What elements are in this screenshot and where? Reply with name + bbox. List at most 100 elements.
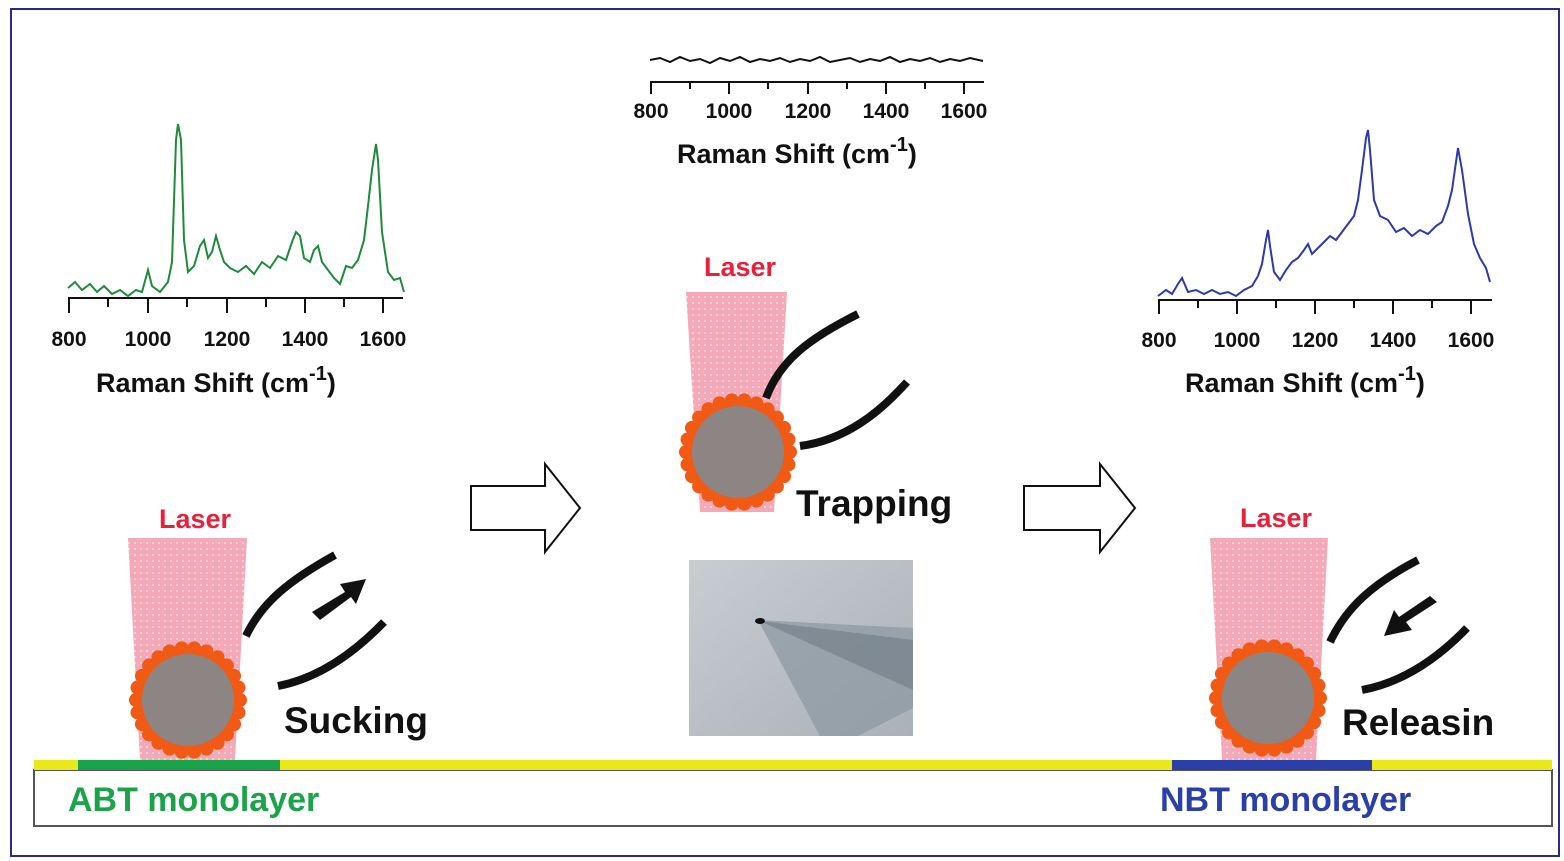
right-pipette-lower: [1361, 625, 1470, 694]
left-bead: [129, 641, 247, 759]
shell-nanoparticle: [1242, 642, 1257, 657]
shell-nanoparticle: [210, 650, 225, 665]
shell-nanoparticle: [737, 496, 752, 511]
shell-nanoparticle: [1231, 733, 1246, 748]
shell-nanoparticle: [1231, 648, 1246, 663]
shell-nanoparticle: [187, 641, 202, 656]
left-tick-800: 800: [51, 328, 86, 351]
shell-nanoparticle: [151, 735, 166, 750]
shell-nanoparticle: [134, 668, 149, 683]
step-trapping: Laser Trapping: [679, 252, 952, 736]
shell-nanoparticle: [1214, 715, 1229, 730]
shell-nanoparticle: [199, 741, 214, 756]
left-tick-1000: 1000: [125, 328, 172, 351]
left-pipette-lower: [277, 619, 387, 690]
shell-nanoparticle: [130, 705, 145, 720]
shell-nanoparticle: [749, 396, 764, 411]
shell-nanoparticle: [1279, 642, 1294, 657]
shell-nanoparticle: [1222, 725, 1237, 740]
shell-nanoparticle: [1307, 666, 1322, 681]
shell-nanoparticle: [174, 744, 189, 759]
shell-nanoparticle: [162, 741, 177, 756]
shell-nanoparticle: [1214, 666, 1229, 681]
shell-nanoparticle: [680, 432, 695, 447]
shell-nanoparticle: [1290, 733, 1305, 748]
shell-nanoparticle: [684, 469, 699, 484]
shell-nanoparticle: [210, 735, 225, 750]
middle-tick-1000: 1000: [706, 100, 753, 123]
shell-nanoparticle: [1279, 739, 1294, 754]
shell-nanoparticle: [712, 493, 727, 508]
shell-nanoparticle: [1311, 703, 1326, 718]
shell-nanoparticle: [724, 393, 739, 408]
middle-pipette-upper: [762, 310, 860, 400]
shell-nanoparticle: [1210, 703, 1225, 718]
shell-nanoparticle: [219, 727, 234, 742]
shell-nanoparticle: [142, 658, 157, 673]
shell-nanoparticle: [679, 445, 693, 459]
substrate: ABT monolayer NBT monolayer: [33, 760, 1553, 827]
shell-nanoparticle: [1254, 639, 1269, 654]
abt-monolayer-label: ABT monolayer: [68, 781, 319, 819]
shell-nanoparticle: [231, 680, 246, 695]
right-tick-1200: 1200: [1292, 329, 1339, 352]
middle-tick-1200: 1200: [785, 100, 832, 123]
shell-nanoparticle: [1290, 648, 1305, 663]
shell-nanoparticle: [781, 432, 796, 447]
shell-nanoparticle: [777, 469, 792, 484]
sucking-label: Sucking: [284, 700, 428, 741]
shell-nanoparticle: [760, 402, 775, 417]
shell-nanoparticle: [1299, 725, 1314, 740]
middle-pipette-lower: [799, 379, 910, 450]
shell-nanoparticle: [769, 479, 784, 494]
shell-nanoparticle: [724, 496, 739, 511]
shell-nanoparticle: [1254, 742, 1269, 757]
middle-raman-spectrum: 800 1000 1200 1400 1600 Raman Shift (cm-…: [633, 55, 988, 169]
middle-bead: [679, 393, 797, 511]
shell-nanoparticle: [1210, 678, 1225, 693]
substrate-body: [33, 769, 1553, 827]
right-tick-800: 800: [1141, 329, 1176, 352]
shell-nanoparticle: [162, 644, 177, 659]
left-tick-1600: 1600: [360, 328, 407, 351]
arrow-right-icon: [470, 461, 582, 555]
right-spectrum-trace: [1157, 129, 1491, 298]
releasing-label: Releasin: [1342, 702, 1494, 743]
shell-nanoparticle: [1311, 678, 1326, 693]
left-tick-1200: 1200: [204, 328, 251, 351]
figure-frame: [10, 8, 1560, 857]
shell-nanoparticle: [187, 744, 202, 759]
shell-nanoparticle: [151, 650, 166, 665]
left-laser-label: Laser: [159, 504, 232, 534]
left-tick-1400: 1400: [282, 328, 329, 351]
abt-monolayer-strip: [78, 760, 280, 770]
shell-nanoparticle: [1267, 639, 1282, 654]
shell-nanoparticle: [227, 717, 242, 732]
shell-nanoparticle: [760, 487, 775, 502]
left-spectrum-trace: [67, 123, 405, 298]
left-axis-label: Raman Shift (cm-1): [96, 363, 336, 398]
middle-axis-label: Raman Shift (cm-1): [677, 134, 917, 169]
shell-nanoparticle: [701, 402, 716, 417]
right-tick-1600: 1600: [1448, 329, 1495, 352]
right-axis-label: Raman Shift (cm-1): [1185, 363, 1425, 398]
left-raman-spectrum: 800 1000 1200 1400 1600 Raman Shift (cm-…: [51, 123, 407, 398]
gold-layer: [34, 760, 1552, 770]
arrow-right-icon: [1023, 461, 1137, 555]
shell-nanoparticle: [680, 457, 695, 472]
middle-tick-1600: 1600: [941, 100, 988, 123]
nbt-monolayer-strip: [1172, 760, 1372, 770]
shell-nanoparticle: [1313, 691, 1327, 705]
shell-nanoparticle: [701, 487, 716, 502]
shell-nanoparticle: [174, 641, 189, 656]
shell-nanoparticle: [227, 668, 242, 683]
shell-nanoparticle: [769, 410, 784, 425]
pipette-micrograph: [689, 560, 913, 736]
middle-tick-800: 800: [633, 100, 668, 123]
right-pipette-upper: [1326, 556, 1420, 644]
shell-nanoparticle: [231, 705, 246, 720]
shell-nanoparticle: [1209, 691, 1223, 705]
middle-laser-label: Laser: [704, 252, 777, 282]
shell-nanoparticle: [130, 680, 145, 695]
shell-nanoparticle: [199, 644, 214, 659]
